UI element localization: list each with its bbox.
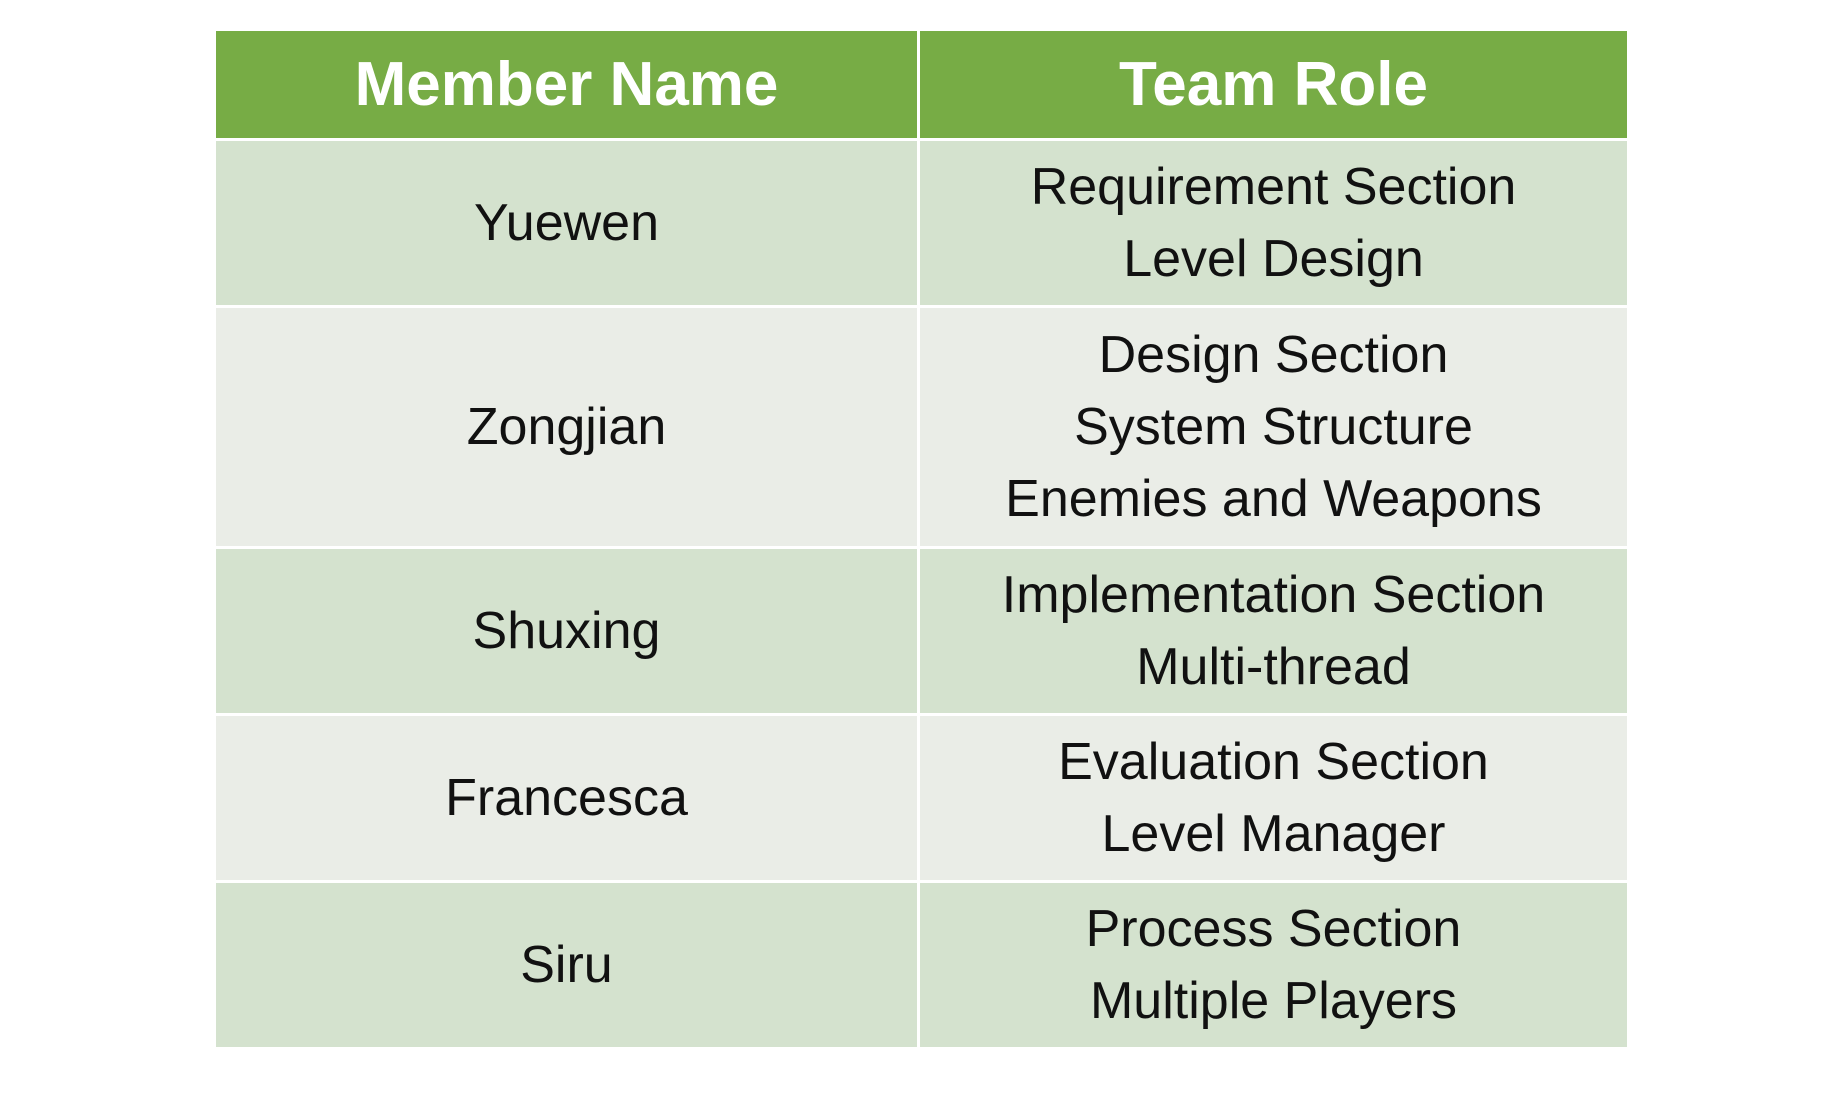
header-member-name: Member Name	[216, 31, 917, 138]
table-row: Yuewen Requirement Section Level Design	[216, 141, 1627, 305]
member-name-cell: Siru	[216, 883, 917, 1047]
member-name-cell: Zongjian	[216, 308, 917, 546]
role-line: Implementation Section	[1001, 566, 1546, 624]
header-team-role: Team Role	[920, 31, 1627, 138]
team-roles-table: Member Name Team Role Yuewen Requirement…	[213, 28, 1630, 1050]
team-role-cell: Evaluation Section Level Manager	[920, 716, 1627, 880]
member-name-cell: Yuewen	[216, 141, 917, 305]
role-line: Multi-thread	[1136, 638, 1411, 696]
team-role-cell: Implementation Section Multi-thread	[920, 549, 1627, 713]
table-row: Siru Process Section Multiple Players	[216, 883, 1627, 1047]
role-line: Requirement Section	[1030, 158, 1517, 216]
table-header-row: Member Name Team Role	[216, 31, 1627, 138]
role-line: Multiple Players	[1089, 972, 1458, 1030]
table-row: Shuxing Implementation Section Multi-thr…	[216, 549, 1627, 713]
role-line: System Structure	[1074, 398, 1473, 456]
role-line: Enemies and Weapons	[1005, 470, 1542, 528]
table-row: Francesca Evaluation Section Level Manag…	[216, 716, 1627, 880]
team-role-cell: Requirement Section Level Design	[920, 141, 1627, 305]
role-line: Evaluation Section	[1058, 733, 1489, 791]
table-row: Zongjian Design Section System Structure…	[216, 308, 1627, 546]
member-name-cell: Shuxing	[216, 549, 917, 713]
role-line: Level Design	[1123, 230, 1424, 288]
team-role-cell: Process Section Multiple Players	[920, 883, 1627, 1047]
role-line: Process Section	[1085, 900, 1462, 958]
member-name-cell: Francesca	[216, 716, 917, 880]
role-line: Level Manager	[1101, 805, 1446, 863]
role-line: Design Section	[1098, 326, 1449, 384]
team-role-cell: Design Section System Structure Enemies …	[920, 308, 1627, 546]
